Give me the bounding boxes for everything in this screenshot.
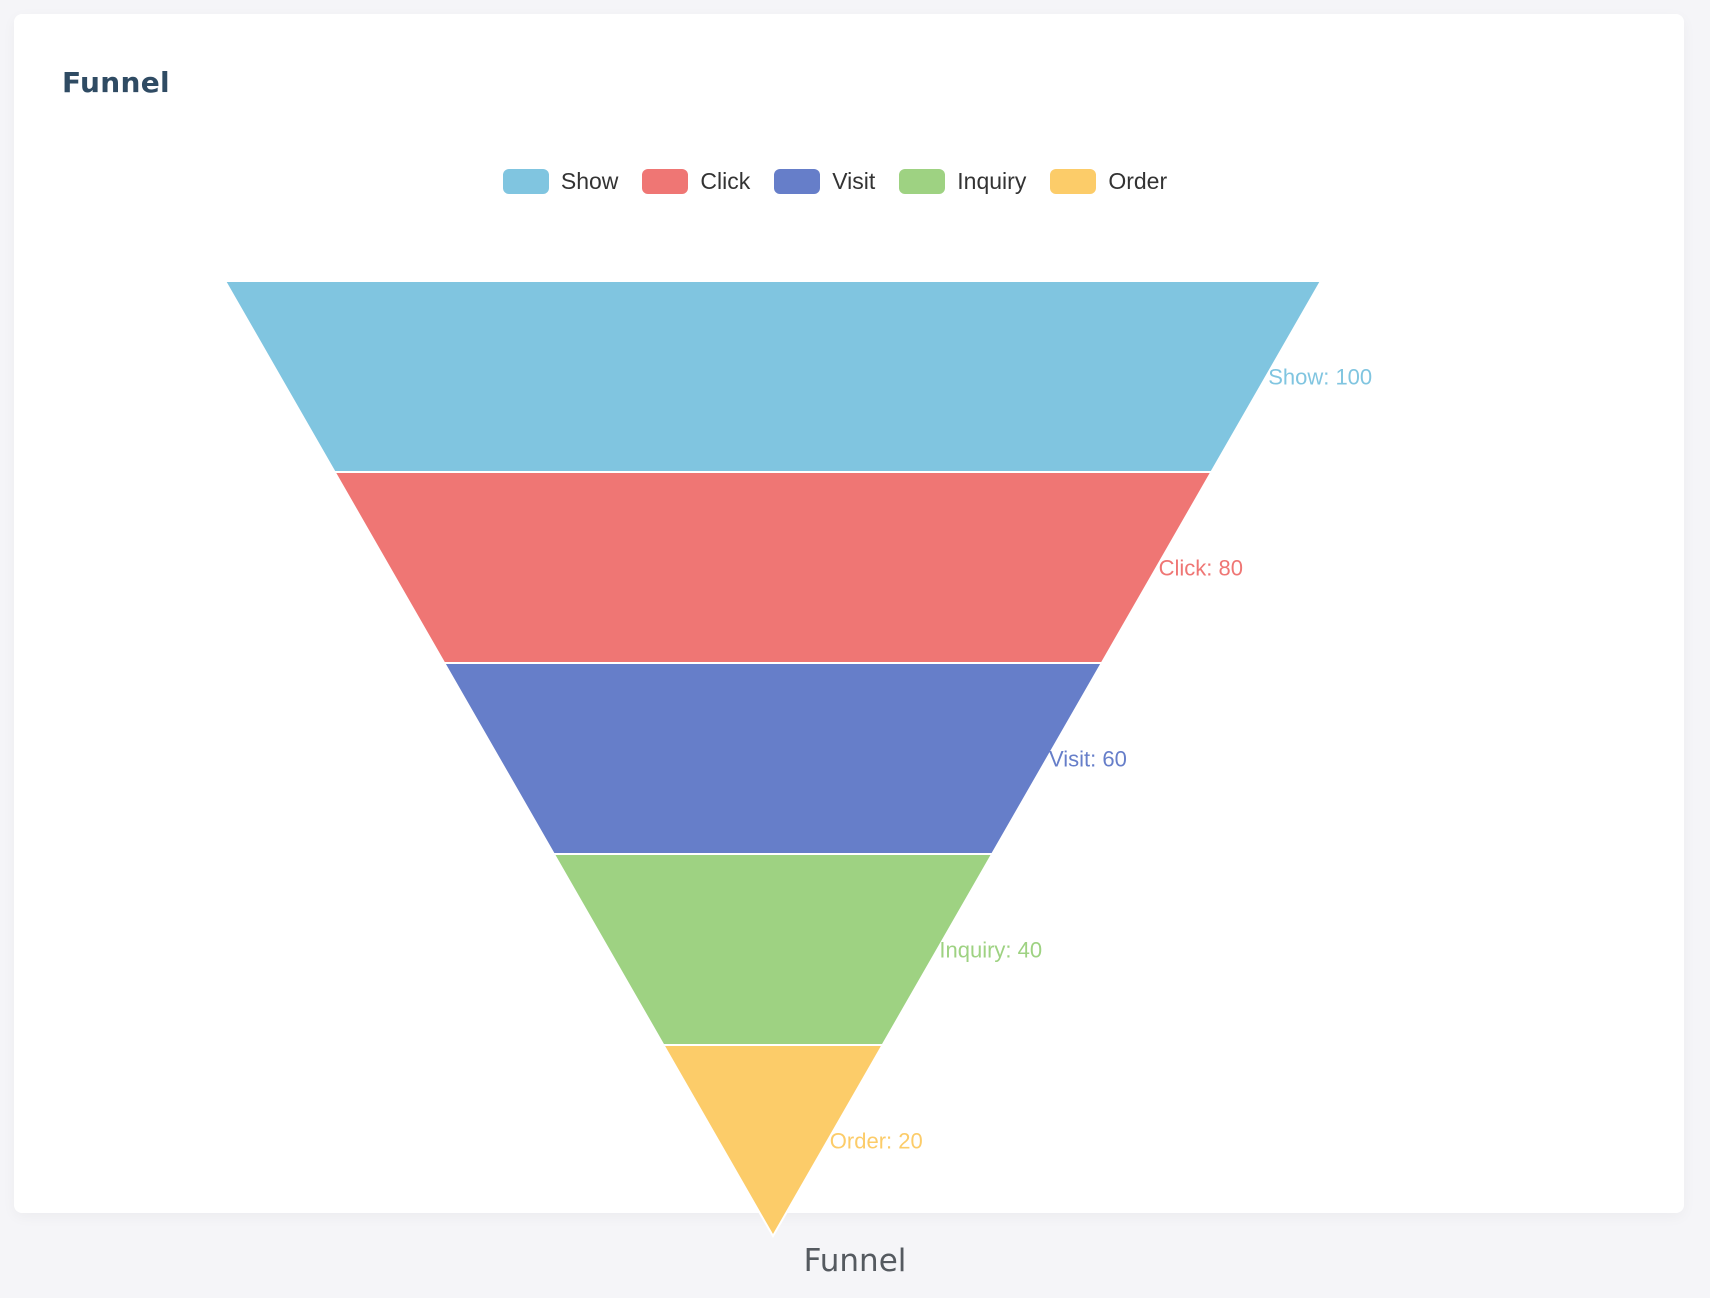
funnel-label-visit: Visit: 60 [1049, 747, 1127, 772]
legend-item-click[interactable]: Click [642, 168, 750, 195]
legend-label: Inquiry [957, 168, 1027, 194]
legend-label: Click [700, 168, 751, 194]
legend-item-inquiry[interactable]: Inquiry [899, 168, 1026, 195]
funnel-label-show: Show: 100 [1268, 365, 1372, 390]
legend-swatch [642, 169, 689, 194]
legend-swatch [899, 169, 946, 194]
card-title: Funnel [62, 66, 170, 99]
legend-item-visit[interactable]: Visit [774, 168, 875, 195]
legend-label: Visit [832, 168, 876, 194]
funnel-label-order: Order: 20 [830, 1129, 923, 1154]
funnel-label-click: Click: 80 [1159, 556, 1243, 581]
funnel-segment-order[interactable] [661, 1044, 885, 1239]
legend-item-show[interactable]: Show [502, 168, 619, 195]
legend-swatch [1050, 169, 1097, 194]
legend-item-order[interactable]: Order [1050, 168, 1167, 195]
funnel-segment-inquiry[interactable] [552, 853, 994, 1046]
legend-swatch [502, 169, 549, 194]
funnel-segment-show[interactable] [223, 280, 1323, 473]
chart-legend: Show Click Visit Inquiry Order [0, 168, 1670, 195]
page-caption: Funnel [803, 1243, 907, 1279]
legend-swatch [774, 169, 821, 194]
funnel-segment-click[interactable] [332, 471, 1214, 664]
legend-label: Show [560, 168, 619, 194]
funnel-label-inquiry: Inquiry: 40 [939, 938, 1042, 963]
legend-label: Order [1108, 168, 1168, 194]
funnel-segment-visit[interactable] [442, 662, 1104, 855]
